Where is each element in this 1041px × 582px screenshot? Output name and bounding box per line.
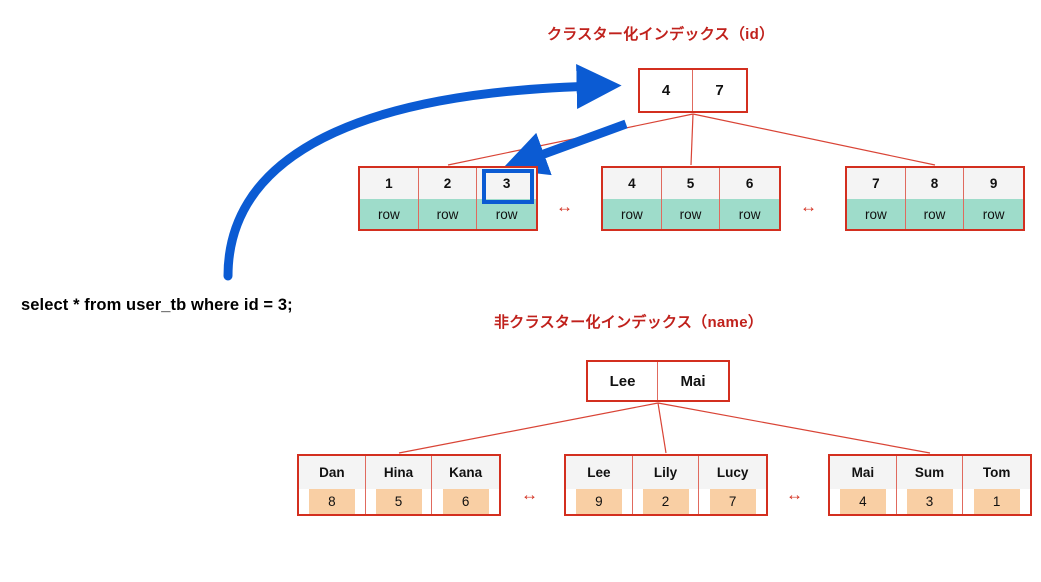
clustered-leaf-node[interactable]: 7 row 8 row 9 row xyxy=(845,166,1025,231)
clustered-leaf-key: 1 xyxy=(360,168,418,199)
clustered-leaf-row: row xyxy=(418,199,477,229)
nonclustered-leaf-cell[interactable]: Lily 2 xyxy=(632,456,700,514)
nonclustered-index-title: 非クラスター化インデックス（name） xyxy=(494,314,764,331)
nonclustered-leaf-value-chip: 1 xyxy=(973,489,1020,514)
nonclustered-leaf-key: Kana xyxy=(432,456,499,489)
nonclustered-leaf-cell[interactable]: Lee 9 xyxy=(566,456,633,514)
clustered-root-key-label: 7 xyxy=(715,82,724,99)
nonclustered-leaf-cell[interactable]: Tom 1 xyxy=(963,456,1030,514)
descend-arrow xyxy=(501,119,628,176)
clustered-leaf-row: row xyxy=(964,199,1023,229)
nonclustered-leaf-node[interactable]: Lee 9 Lily 2 Lucy 7 xyxy=(564,454,768,516)
clustered-leaf-row: row xyxy=(905,199,964,229)
nonclustered-leaf-key: Hina xyxy=(365,456,432,489)
clustered-leaf-row: row xyxy=(603,199,661,229)
clustered-tree-edges xyxy=(447,113,936,166)
nonclustered-leaf-value-chip: 2 xyxy=(642,489,689,514)
clustered-leaf-row: row xyxy=(720,199,779,229)
nonclustered-root-key-label: Lee xyxy=(609,372,636,390)
nonclustered-leaf-key: Tom xyxy=(963,456,1030,489)
nonclustered-sibling-link-icon: ↔ xyxy=(521,485,538,504)
clustered-leaf-key: 9 xyxy=(964,168,1023,199)
nonclustered-leaf-node[interactable]: Mai 4 Sum 3 Tom 1 xyxy=(828,454,1032,516)
nonclustered-root-key-cell[interactable]: Lee xyxy=(588,362,659,400)
nonclustered-leaf-value: 6 xyxy=(432,489,499,514)
nonclustered-leaf-cell[interactable]: Mai 4 xyxy=(830,456,897,514)
clustered-root-node[interactable]: 4 7 xyxy=(638,68,748,113)
clustered-leaf-key: 5 xyxy=(661,168,720,199)
nonclustered-leaf-value-chip: 9 xyxy=(575,489,622,514)
nonclustered-leaf-value: 4 xyxy=(830,489,896,514)
clustered-leaf-node[interactable]: 1 row 2 row 3 row xyxy=(358,166,538,231)
clustered-leaf-key: 7 xyxy=(847,168,905,199)
nonclustered-leaf-value-chip: 6 xyxy=(442,489,489,514)
nonclustered-root-node[interactable]: Lee Mai xyxy=(586,360,730,402)
sql-query-caption: select * from user_tb where id = 3; xyxy=(21,296,293,314)
nonclustered-leaf-cell[interactable]: Dan 8 xyxy=(299,456,366,514)
clustered-leaf-cell-highlighted[interactable]: 3 row xyxy=(477,168,536,229)
clustered-leaf-cell[interactable]: 9 row xyxy=(964,168,1023,229)
clustered-leaf-cell[interactable]: 4 row xyxy=(603,168,662,229)
clustered-leaf-cell[interactable]: 2 row xyxy=(418,168,478,229)
nonclustered-tree-edges xyxy=(398,402,931,454)
nonclustered-root-key-cell[interactable]: Mai xyxy=(658,362,728,400)
clustered-leaf-row: row xyxy=(661,199,720,229)
clustered-leaf-node[interactable]: 4 row 5 row 6 row xyxy=(601,166,781,231)
nonclustered-leaf-cell[interactable]: Sum 3 xyxy=(896,456,964,514)
nonclustered-leaf-value-chip: 7 xyxy=(709,489,756,514)
nonclustered-leaf-key: Lily xyxy=(632,456,699,489)
clustered-index-title: クラスター化インデックス（id） xyxy=(547,26,775,43)
clustered-leaf-cell[interactable]: 8 row xyxy=(905,168,965,229)
clustered-leaf-row: row xyxy=(477,199,536,229)
clustered-root-key-cell[interactable]: 4 xyxy=(640,70,694,111)
nonclustered-leaf-cell[interactable]: Lucy 7 xyxy=(699,456,766,514)
nonclustered-leaf-value-chip: 3 xyxy=(906,489,953,514)
clustered-sibling-link-icon: ↔ xyxy=(556,197,573,216)
nonclustered-leaf-value-chip: 8 xyxy=(308,489,355,514)
clustered-leaf-key: 8 xyxy=(905,168,964,199)
clustered-leaf-cell[interactable]: 7 row xyxy=(847,168,906,229)
clustered-leaf-cell[interactable]: 5 row xyxy=(661,168,721,229)
nonclustered-leaf-value: 7 xyxy=(699,489,766,514)
clustered-leaf-key: 2 xyxy=(418,168,477,199)
nonclustered-leaf-value: 8 xyxy=(299,489,365,514)
nonclustered-leaf-key: Lee xyxy=(566,456,632,489)
clustered-leaf-cell[interactable]: 6 row xyxy=(720,168,779,229)
clustered-leaf-key: 3 xyxy=(477,168,536,199)
clustered-leaf-cell[interactable]: 1 row xyxy=(360,168,419,229)
nonclustered-root-key-label: Mai xyxy=(680,372,706,390)
nonclustered-leaf-value: 9 xyxy=(566,489,632,514)
nonclustered-leaf-node[interactable]: Dan 8 Hina 5 Kana 6 xyxy=(297,454,501,516)
nonclustered-leaf-value: 2 xyxy=(633,489,699,514)
nonclustered-leaf-value: 5 xyxy=(366,489,432,514)
clustered-leaf-row: row xyxy=(847,199,905,229)
clustered-root-key-label: 4 xyxy=(661,82,671,99)
nonclustered-leaf-key: Mai xyxy=(830,456,896,489)
clustered-root-key-cell[interactable]: 7 xyxy=(693,70,746,111)
nonclustered-leaf-value-chip: 5 xyxy=(375,489,422,514)
nonclustered-leaf-value-chip: 4 xyxy=(839,489,886,514)
clustered-leaf-row: row xyxy=(360,199,418,229)
nonclustered-leaf-value: 3 xyxy=(897,489,963,514)
nonclustered-leaf-value: 1 xyxy=(963,489,1030,514)
nonclustered-sibling-link-icon: ↔ xyxy=(786,485,803,504)
nonclustered-leaf-cell[interactable]: Kana 6 xyxy=(432,456,499,514)
clustered-sibling-link-icon: ↔ xyxy=(800,197,817,216)
clustered-leaf-key: 4 xyxy=(603,168,661,199)
nonclustered-leaf-key: Lucy xyxy=(699,456,766,489)
clustered-leaf-key: 6 xyxy=(720,168,779,199)
nonclustered-leaf-key: Dan xyxy=(299,456,365,489)
nonclustered-leaf-key: Sum xyxy=(896,456,963,489)
nonclustered-leaf-cell[interactable]: Hina 5 xyxy=(365,456,433,514)
